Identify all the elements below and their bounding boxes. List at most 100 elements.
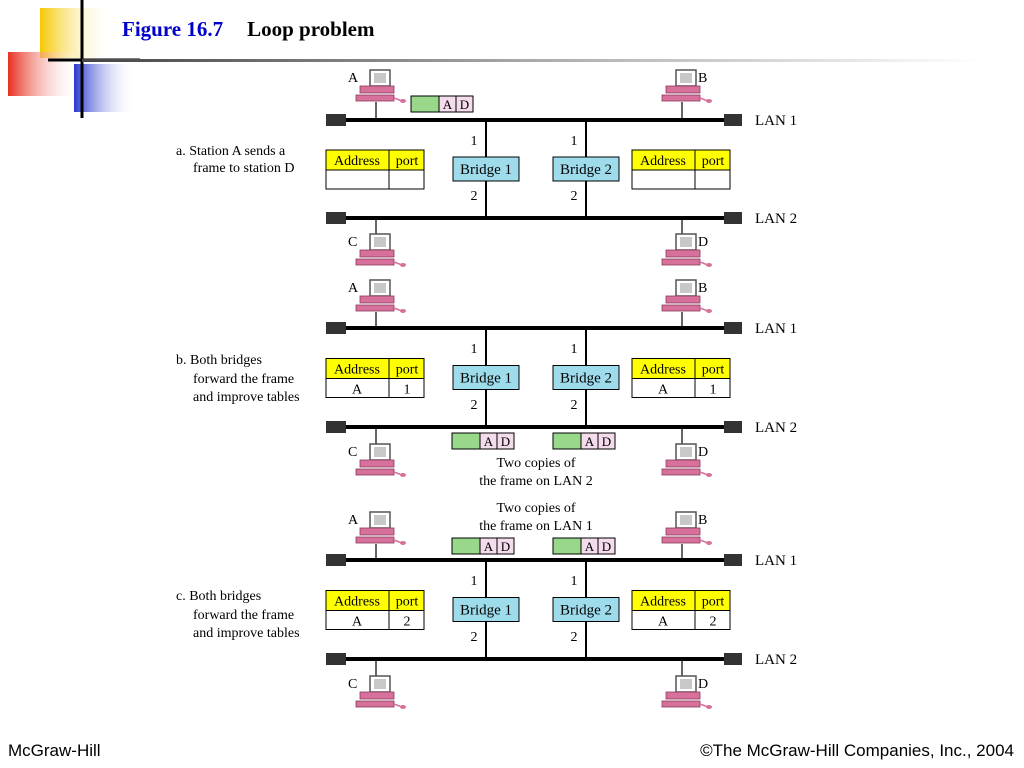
- table-port-header: port: [396, 363, 419, 378]
- system-unit: [665, 85, 701, 94]
- station-d-label: D: [698, 677, 708, 692]
- bridge-2: Bridge 212: [552, 120, 620, 218]
- bridge-2: Bridge 212: [552, 328, 620, 427]
- note-b-line1: Two copies of: [496, 456, 575, 471]
- bridge-port-2: 2: [571, 398, 578, 413]
- keyboard: [661, 536, 701, 544]
- table-body-row: [631, 378, 731, 398]
- frame-payload: [451, 432, 481, 450]
- bridge-1: Bridge 1 1 2: [452, 328, 520, 427]
- station-c-label: C: [348, 445, 357, 460]
- corner-decoration: [8, 0, 140, 118]
- system-unit: [665, 295, 701, 304]
- table-address-header: Address: [640, 363, 686, 378]
- frame-payload: [552, 537, 582, 555]
- table-address-header: Address: [334, 154, 380, 169]
- mouse: [706, 309, 712, 313]
- lan2-label: LAN 2: [755, 420, 797, 436]
- table-address-header: Address: [640, 595, 686, 610]
- table-body-row: [631, 610, 731, 630]
- monitor-screen: [374, 515, 386, 525]
- station-d-label: D: [698, 445, 708, 460]
- keyboard: [661, 468, 701, 476]
- station-d-label: D: [698, 235, 708, 250]
- keyboard: [355, 536, 395, 544]
- system-unit: [359, 459, 395, 468]
- bridge-port-2: 2: [471, 189, 478, 204]
- caption-a-line2: frame to station D: [193, 161, 294, 176]
- mouse: [400, 263, 406, 267]
- table-address-value: A: [352, 383, 363, 398]
- frame-dest-label: A: [443, 97, 453, 112]
- table-port-value: 1: [710, 383, 717, 398]
- system-unit: [665, 527, 701, 536]
- table-address-header: Address: [334, 363, 380, 378]
- system-unit: [665, 249, 701, 258]
- table-body-row: [325, 610, 425, 630]
- table-address-header: Address: [334, 595, 380, 610]
- bridge-label: Bridge 1: [460, 603, 512, 619]
- system-unit: [359, 295, 395, 304]
- keyboard: [355, 304, 395, 312]
- table-address-value: A: [658, 615, 669, 630]
- keyboard: [355, 258, 395, 266]
- caption-c-line3: and improve tables: [193, 626, 300, 641]
- station-c-label: C: [348, 677, 357, 692]
- station-b-label: B: [698, 513, 707, 528]
- frame-dest-label: A: [585, 434, 595, 449]
- mouse: [400, 99, 406, 103]
- lan2-terminator-left: [326, 421, 346, 433]
- station-d-computer: [661, 443, 712, 477]
- lan2-terminator-right: [724, 653, 742, 665]
- monitor-screen: [680, 237, 692, 247]
- keyboard: [355, 94, 395, 102]
- bridge-box: [452, 156, 520, 182]
- bridge-2: Bridge 212: [552, 560, 620, 659]
- bridge-label: Bridge 1: [460, 371, 512, 387]
- station-b-computer: [661, 69, 712, 103]
- table-port-value: 2: [710, 615, 717, 630]
- lan2-terminator-right: [724, 212, 742, 224]
- frame-src-field: [496, 432, 515, 450]
- deco-yellow-square: [40, 8, 112, 58]
- bridge-label: Bridge 1: [460, 162, 512, 178]
- lan1-terminator-left: [326, 114, 346, 126]
- caption-c-line2: forward the frame: [193, 608, 294, 623]
- monitor-screen: [374, 73, 386, 83]
- table-address-header: Address: [640, 154, 686, 169]
- table-body-row: [325, 378, 425, 398]
- lan2-label: LAN 2: [755, 211, 797, 227]
- mouse: [400, 309, 406, 313]
- bridge-port-2: 2: [471, 398, 478, 413]
- bridge-box: [552, 156, 620, 182]
- lan1-terminator-left: [326, 554, 346, 566]
- frame-src-field: [597, 537, 616, 555]
- station-a-label: A: [348, 71, 359, 86]
- bridge-port-1: 1: [571, 134, 578, 149]
- keyboard: [661, 258, 701, 266]
- bridge-port-1: 1: [471, 574, 478, 589]
- bridge-port-1: 1: [471, 342, 478, 357]
- note-c-line2: the frame on LAN 1: [479, 519, 593, 534]
- bridge-box: [452, 597, 520, 622]
- station-d-computer: [661, 675, 712, 709]
- frame-dest-label: A: [484, 539, 494, 554]
- lan1-terminator-right: [724, 554, 742, 566]
- bridge-label: Bridge 2: [560, 603, 612, 619]
- station-a-computer: [355, 511, 406, 545]
- mouse: [706, 541, 712, 545]
- frame-src-label: D: [602, 434, 611, 449]
- station-d-computer: [661, 233, 712, 267]
- frame-src-label: D: [501, 434, 510, 449]
- mouse: [706, 705, 712, 709]
- lan1-terminator-right: [724, 322, 742, 334]
- mouse: [706, 473, 712, 477]
